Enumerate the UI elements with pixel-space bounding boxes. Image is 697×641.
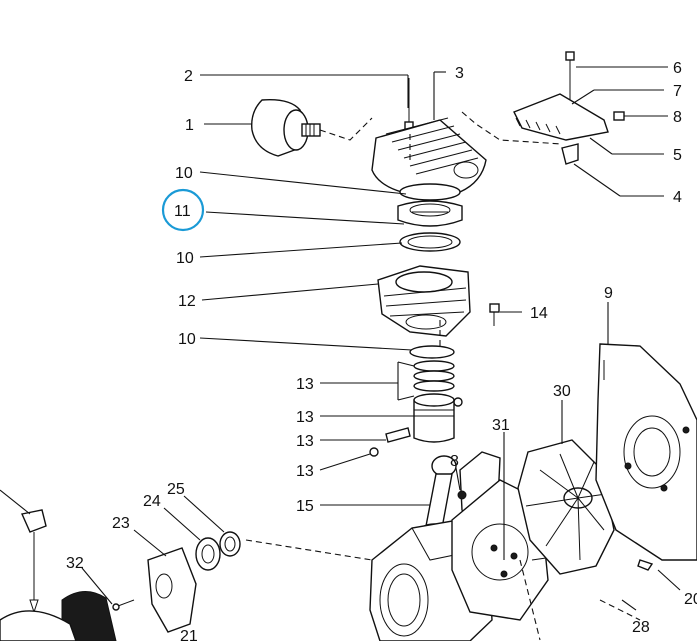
label-13-pin: 13 xyxy=(296,433,314,450)
label-20: 20 xyxy=(684,591,697,608)
part-13-piston-pin xyxy=(385,427,411,443)
part-9-fan-guard xyxy=(595,343,697,561)
part-10-gasket-top xyxy=(399,183,461,201)
assembly-dashed-lines xyxy=(245,111,641,641)
label-10-top: 10 xyxy=(175,165,193,182)
label-21: 21 xyxy=(180,628,198,641)
label-9: 9 xyxy=(604,285,613,302)
label-12: 12 xyxy=(178,293,196,310)
highlight-circle xyxy=(161,188,205,232)
part-1-air-filter xyxy=(251,99,321,157)
part-labels: 2 1 3 6 7 8 5 4 10 11 10 12 14 10 13 13 … xyxy=(66,60,697,641)
label-25: 25 xyxy=(167,481,185,498)
leader-lines xyxy=(0,66,681,611)
label-2: 2 xyxy=(184,68,193,85)
part-13-pin-clip xyxy=(369,447,379,457)
part-8-screw-top xyxy=(613,111,632,121)
crankcase-cover-left xyxy=(0,610,77,641)
part-24-bearing xyxy=(195,537,221,571)
label-13-rings: 13 xyxy=(296,376,314,393)
label-13-piston: 13 xyxy=(296,409,314,426)
label-13-clip: 13 xyxy=(296,463,314,480)
label-5: 5 xyxy=(673,147,682,164)
screw-left xyxy=(112,599,135,611)
part-left-valve xyxy=(21,509,47,614)
label-11: 11 xyxy=(174,203,191,220)
label-8-bottom: 8 xyxy=(450,453,459,470)
label-3: 3 xyxy=(455,65,464,82)
part-4-foot xyxy=(561,143,579,165)
part-30-fan xyxy=(517,439,615,575)
label-7: 7 xyxy=(673,83,682,100)
part-10-gasket-middle xyxy=(399,232,461,252)
part-3-cylinder-head xyxy=(371,117,487,197)
label-8-top: 8 xyxy=(673,109,682,126)
label-14: 14 xyxy=(530,305,548,322)
part-13-piston xyxy=(413,393,463,443)
part-32-gasket xyxy=(61,591,117,641)
part-11-valve-plate xyxy=(397,200,463,227)
label-24: 24 xyxy=(143,493,161,510)
part-23-bearing-housing xyxy=(147,547,197,633)
label-30: 30 xyxy=(553,383,571,400)
label-31: 31 xyxy=(492,417,510,434)
label-4: 4 xyxy=(673,189,682,206)
part-14-screw xyxy=(489,303,500,326)
screw-lower-right xyxy=(637,559,654,571)
label-10-bottom: 10 xyxy=(178,331,196,348)
label-10-middle: 10 xyxy=(176,250,194,267)
part-25-seal xyxy=(219,531,241,557)
part-12-cylinder xyxy=(377,265,471,337)
label-32: 32 xyxy=(66,555,84,572)
part-13-piston-rings xyxy=(413,360,455,392)
label-28: 28 xyxy=(632,619,650,636)
part-2-head-bolt xyxy=(404,78,414,135)
label-23: 23 xyxy=(112,515,130,532)
label-15: 15 xyxy=(296,498,314,515)
part-5-bracket xyxy=(513,93,609,141)
label-1: 1 xyxy=(185,117,194,134)
label-6: 6 xyxy=(673,60,682,77)
part-10-gasket-bottom xyxy=(409,345,455,359)
